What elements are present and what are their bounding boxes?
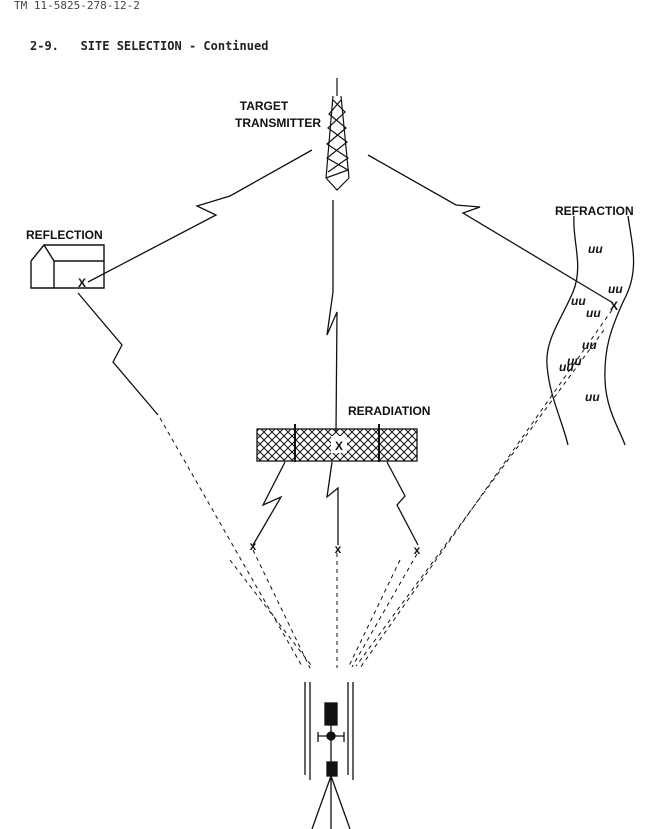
target-label-line2: TRANSMITTER [235,116,321,130]
fence-icon [256,424,418,462]
svg-text:x: x [414,543,421,557]
received-paths [159,309,613,669]
reradiation-points: x x x [250,539,421,557]
svg-text:uu: uu [571,294,586,308]
signal-to-refraction [367,154,614,304]
reflection-label: REFLECTION [26,228,103,242]
receiver-antenna-icon [304,682,354,829]
refraction-point-mark: X [610,299,618,313]
reflection-to-receiver [77,292,159,416]
reradiation-right [386,461,419,546]
svg-text:x: x [335,542,342,556]
svg-text:uu: uu [582,338,597,352]
transmitter-tower-icon [325,78,350,191]
svg-text:uu: uu [586,306,601,320]
document-id: TM 11-5825-278-12-2 [14,0,140,12]
target-label-line1: TARGET [240,99,289,113]
svg-text:uu: uu [559,360,574,374]
refraction-label: REFRACTION [555,204,634,218]
reradiation-left [252,461,286,546]
section-title: 2-9. SITE SELECTION - Continued [30,39,269,53]
signal-to-reradiation [326,200,338,433]
svg-text:uu: uu [608,282,623,296]
svg-text:uu: uu [588,242,603,256]
svg-text:x: x [250,539,257,553]
reradiation-center [326,461,339,545]
reradiation-label: RERADIATION [348,404,430,418]
building-icon [30,243,105,289]
river-icon [546,215,635,446]
reradiation-point-mark: X [335,439,343,453]
signal-to-reflection [87,149,313,283]
reflection-point-mark: X [78,276,86,290]
svg-text:uu: uu [585,390,600,404]
